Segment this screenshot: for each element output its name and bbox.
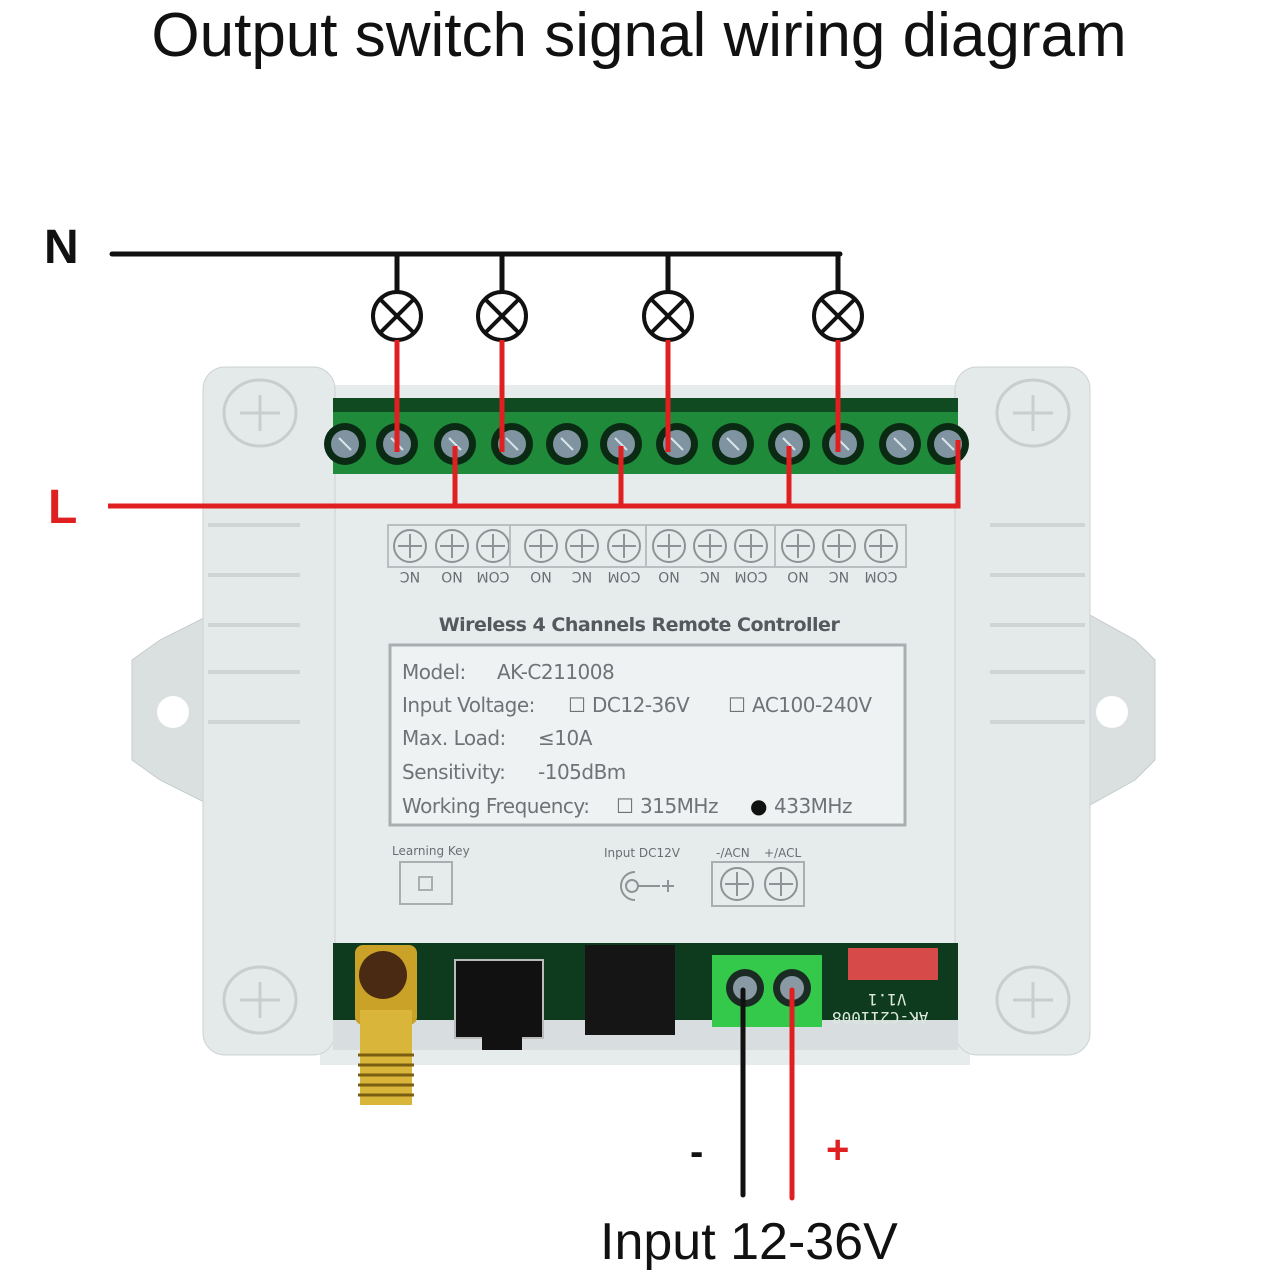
panel-screw-icon xyxy=(435,529,469,563)
power-input-label: Input 12-36V xyxy=(600,1213,898,1271)
neutral-label: N xyxy=(44,221,79,274)
terminal-label: NC xyxy=(399,568,421,584)
terminal-label: NC xyxy=(828,568,850,584)
checkbox-315[interactable]: ☐ xyxy=(616,794,634,818)
housing-endcap-left xyxy=(202,366,336,1056)
terminal-block-shadow xyxy=(333,398,958,412)
spec-max-load-label: Max. Load: xyxy=(402,726,506,750)
power-terminal-label-minus: -/ACN xyxy=(716,846,750,860)
lamp-icon xyxy=(476,254,528,452)
tact-switch-plunger xyxy=(482,1035,522,1050)
learning-key-glyph xyxy=(418,876,433,891)
terminal-label: NO xyxy=(441,568,463,584)
endcap-grooves xyxy=(208,523,1085,724)
spec-frequency-label: Working Frequency: xyxy=(402,794,590,818)
terminal-label: COM xyxy=(864,568,898,584)
learning-key-label: Learning Key xyxy=(392,844,470,858)
spec-sensitivity-value: -105dBm xyxy=(538,760,626,784)
panel-screw-icon xyxy=(822,529,856,563)
checkbox-dc[interactable]: ☐ xyxy=(568,693,586,717)
spec-model-label: Model: xyxy=(402,660,466,684)
panel-screw-icon xyxy=(652,529,686,563)
diagram-title: Output switch signal wiring diagram xyxy=(151,1,1127,70)
endcap-screw xyxy=(222,378,1071,1035)
terminal-label: COM xyxy=(607,568,641,584)
dc-input-label: Input DC12V xyxy=(604,846,680,860)
terminal-label: NO xyxy=(658,568,680,584)
power-terminal-label-box xyxy=(711,861,805,907)
product-name: Wireless 4 Channels Remote Controller xyxy=(438,614,840,636)
spec-input-voltage-ac: AC100-240V xyxy=(752,693,872,717)
spec-model-value: AK-C211008 xyxy=(497,660,615,684)
pcb-version-label: V1.1 xyxy=(868,990,907,1009)
spec-frequency-433: 433MHz xyxy=(774,794,852,818)
live-wire-branches xyxy=(452,446,792,506)
lamp-icon xyxy=(371,254,423,452)
spec-frequency-315: 315MHz xyxy=(640,794,718,818)
housing-endcap-right xyxy=(954,366,1091,1056)
spec-input-voltage-dc: DC12-36V xyxy=(592,693,690,717)
terminal-label: NO xyxy=(787,568,809,584)
learning-key-button[interactable] xyxy=(399,861,453,905)
mounting-hole-right xyxy=(1096,696,1128,728)
pcb-model-label: AK-C211008 xyxy=(832,1008,929,1027)
checkbox-433-checked[interactable]: ● xyxy=(750,794,767,818)
power-terminal-screw-icons xyxy=(720,867,798,901)
live-label: L xyxy=(48,481,78,534)
relay-module-red xyxy=(848,948,938,980)
power-terminal-label-plus: +/ACL xyxy=(764,846,802,860)
terminal-label: COM xyxy=(734,568,768,584)
live-wire xyxy=(108,440,961,509)
terminal-label: COM xyxy=(476,568,510,584)
panel-screw-icon xyxy=(864,529,898,563)
power-plus-label: + xyxy=(826,1128,850,1172)
panel-screw-icon xyxy=(734,529,768,563)
power-minus-label: - xyxy=(690,1130,704,1174)
panel-screw-icon xyxy=(693,529,727,563)
lamp-icon xyxy=(812,254,864,452)
panel-screw-icon xyxy=(565,529,599,563)
panel-screw-icon xyxy=(781,529,815,563)
terminal-label: NC xyxy=(699,568,721,584)
dc-jack-icon xyxy=(620,871,674,901)
dc-jack xyxy=(585,945,675,1035)
panel-screw-icon xyxy=(476,529,510,563)
panel-screw-icon xyxy=(607,529,641,563)
lamp-icon xyxy=(642,254,694,452)
antenna-connector xyxy=(355,945,417,1105)
terminal-label: NO xyxy=(530,568,552,584)
panel-screw-icon xyxy=(393,529,427,563)
spec-panel xyxy=(388,643,907,827)
tact-switch[interactable] xyxy=(454,959,544,1039)
terminal-label: NC xyxy=(571,568,593,584)
spec-sensitivity-label: Sensitivity: xyxy=(402,760,506,784)
panel-screw-icon xyxy=(524,529,558,563)
mounting-hole-left xyxy=(157,696,189,728)
checkbox-ac[interactable]: ☐ xyxy=(728,693,746,717)
panel-screw-icons xyxy=(393,525,898,567)
spec-max-load-value: ≤10A xyxy=(538,726,592,750)
lamp-group xyxy=(371,254,864,452)
spec-input-voltage-label: Input Voltage: xyxy=(402,693,535,717)
